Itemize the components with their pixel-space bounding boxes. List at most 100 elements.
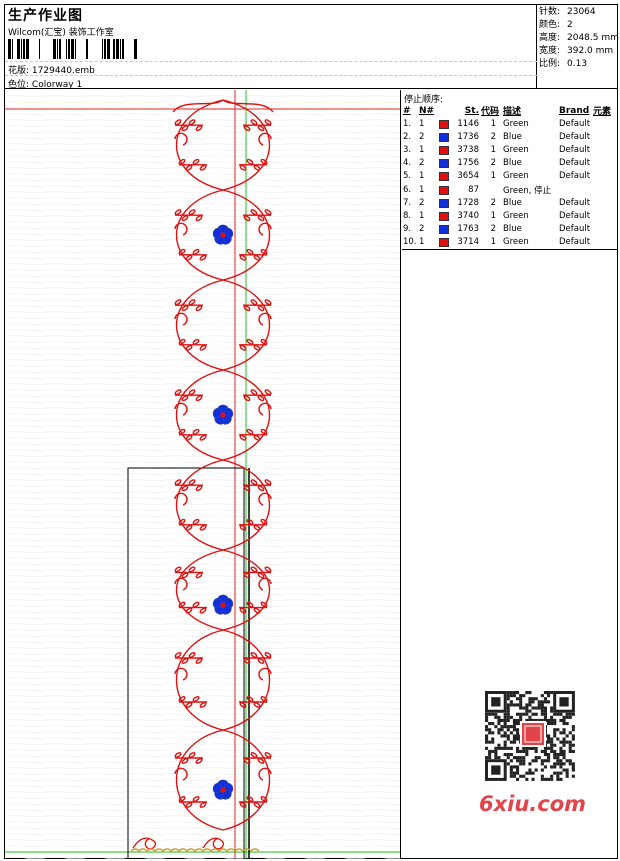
vine-curl [174, 492, 188, 506]
colorway-value: Colorway 1 [31, 80, 83, 90]
qr-module [550, 777, 554, 781]
vine-left [175, 189, 224, 281]
qr-module [534, 749, 538, 753]
row-index: 2. [403, 131, 412, 142]
row-element [592, 143, 617, 156]
leaf [257, 215, 265, 222]
row-stitches: 3714 [436, 236, 480, 249]
grid-line [5, 856, 400, 859]
qr-module [519, 756, 523, 760]
qr-module [547, 756, 551, 760]
qr-module [540, 749, 544, 753]
row-code: 1 [490, 210, 496, 221]
leaf [253, 344, 261, 351]
qr-module [528, 715, 532, 719]
qr-module [556, 712, 560, 716]
barcode-bar [57, 39, 58, 59]
scallop [130, 848, 140, 852]
color-swatch [439, 132, 449, 142]
leaf [257, 305, 265, 312]
leaf [257, 485, 265, 492]
qr-module [550, 722, 554, 726]
vine-curl [258, 492, 272, 506]
watermark-logo: 6xiu.com [479, 792, 587, 816]
qr-module [512, 771, 516, 775]
leaf [243, 125, 251, 132]
qr-module [488, 712, 492, 716]
vine-left [175, 549, 224, 631]
qr-module [534, 759, 538, 763]
qr-module [506, 725, 510, 729]
leaf [239, 344, 247, 351]
leaf [257, 125, 265, 132]
qr-module [528, 709, 532, 713]
qr-module [550, 709, 554, 713]
barcode-bar [116, 39, 119, 59]
row-code: 1 [490, 237, 496, 248]
grid-line [5, 322, 400, 326]
leaf [192, 796, 200, 802]
leaf [192, 601, 200, 608]
qr-module [559, 777, 563, 781]
row-element [592, 117, 617, 130]
qr-module [525, 718, 529, 722]
grid-line [5, 778, 400, 782]
qr-module [512, 722, 516, 726]
leaf [188, 299, 196, 306]
leaf [260, 796, 268, 802]
qr-module [568, 743, 572, 747]
qr-module [556, 771, 560, 775]
qr-module [528, 746, 532, 750]
qr-module [528, 762, 532, 766]
qr-module [528, 703, 532, 707]
row-description: Green, 停止 [503, 185, 552, 196]
row-brand: Default [559, 171, 591, 182]
leaf [239, 434, 247, 441]
leaf [243, 758, 251, 764]
qr-module [571, 712, 575, 716]
leaf [253, 802, 261, 808]
qr-finder [485, 759, 507, 781]
qr-module [547, 722, 551, 726]
scallop [162, 848, 172, 852]
grid-line [5, 256, 400, 260]
qr-module [540, 762, 544, 766]
leaf [264, 566, 272, 573]
qr-module [528, 700, 532, 704]
grid-line [5, 550, 400, 554]
leaf [253, 164, 261, 171]
qr-module [497, 746, 501, 750]
barcode-bar [66, 39, 67, 59]
stat-height: 高度:2048.5 mm [539, 33, 619, 43]
qr-module [531, 706, 535, 710]
row-element [592, 183, 617, 196]
vine-right [222, 279, 271, 371]
grid-line [5, 502, 400, 506]
grid-line [5, 598, 400, 602]
qr-module [540, 768, 544, 772]
barcode-bar [59, 39, 61, 59]
qr-module [503, 753, 507, 757]
qr-module [485, 728, 489, 732]
design-preview[interactable] [5, 90, 401, 859]
qr-module [547, 691, 551, 695]
col-needle: N# [419, 105, 435, 116]
qr-module [565, 734, 569, 738]
leaf [199, 607, 207, 614]
leaf [246, 796, 254, 802]
qr-module [491, 712, 495, 716]
leaf [195, 485, 203, 492]
leaf [185, 524, 193, 531]
leaf [250, 566, 258, 573]
grid-line [5, 820, 400, 824]
